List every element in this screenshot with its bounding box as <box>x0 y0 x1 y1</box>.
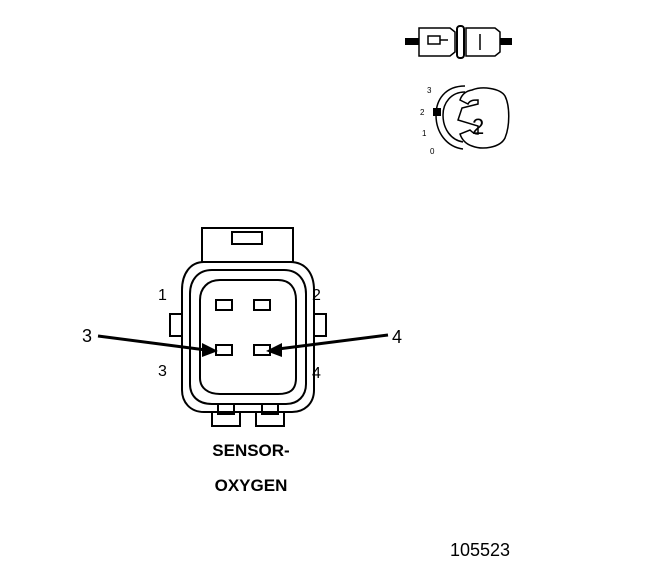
connector-title-line2: OXYGEN <box>215 476 288 495</box>
position-indicator-icon <box>433 108 441 116</box>
cavity-label-2: 2 <box>312 287 321 304</box>
connector-title-line1: SENSOR- <box>212 441 289 460</box>
rotation-scale-icon: 3 2 1 0 2 <box>420 85 510 156</box>
callout-arrow-4 <box>266 333 389 357</box>
callout-label-4: 4 <box>392 327 402 347</box>
cavity-label-4: 4 <box>312 365 321 382</box>
cavity-2 <box>253 299 271 311</box>
cavity-1 <box>215 299 233 311</box>
figure-number: 105523 <box>450 540 510 560</box>
callout-label-3: 3 <box>82 326 92 346</box>
inline-connector-icon <box>405 25 512 59</box>
cavity-4 <box>253 344 271 356</box>
scale-label-0: 0 <box>430 147 435 156</box>
cavity-3 <box>215 344 233 356</box>
scale-label-2: 2 <box>420 108 425 117</box>
callout-arrow-3 <box>97 334 218 357</box>
terminal-cavities <box>215 299 271 356</box>
cavity-label-1: 1 <box>158 287 167 304</box>
scale-label-1: 1 <box>422 129 427 138</box>
connector-housing <box>169 227 327 427</box>
key-position-label: 2 <box>472 114 484 139</box>
cavity-label-3: 3 <box>158 363 167 380</box>
scale-label-3: 3 <box>427 86 432 95</box>
